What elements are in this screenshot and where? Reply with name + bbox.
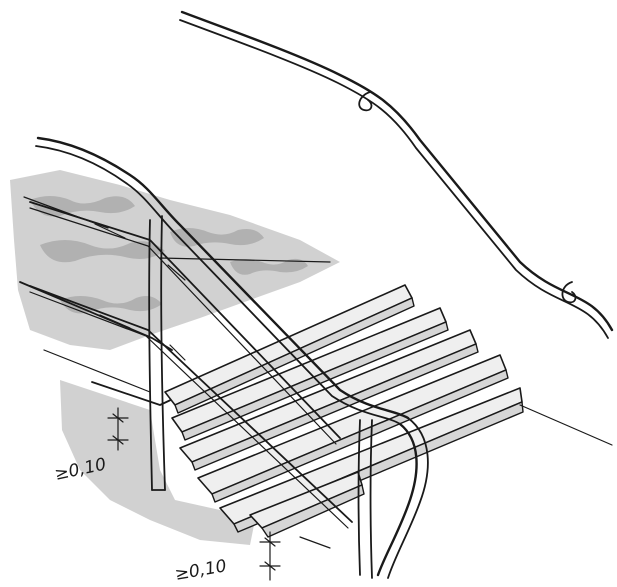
clearance-label-lower: ≥0,10 (173, 556, 228, 585)
landing-floor-wash (10, 170, 340, 350)
stair-shadow-wash (60, 380, 255, 545)
wall-handrail (179, 10, 614, 339)
stair-step-2 (171, 307, 449, 441)
stair-step-1 (164, 284, 415, 414)
wall-bracket-lower (561, 281, 577, 304)
balustrade-infill (29, 201, 353, 529)
wall-bracket-upper (358, 91, 373, 112)
